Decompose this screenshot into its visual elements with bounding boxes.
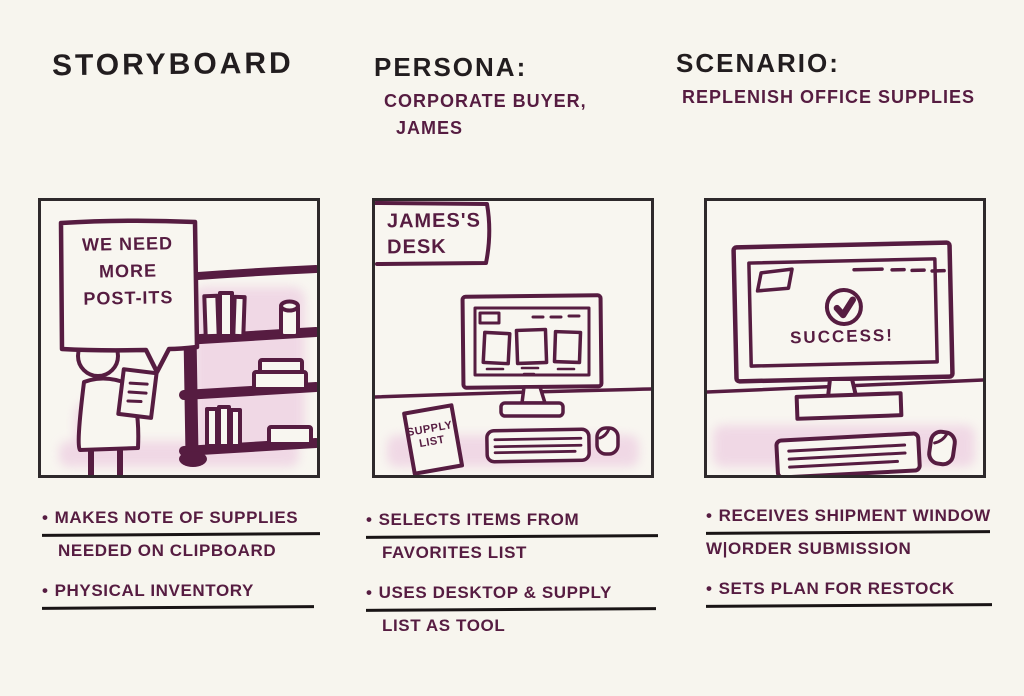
persona-line-name: JAMES <box>396 118 464 138</box>
keyboard-sketch <box>485 427 591 464</box>
speech-line: MORE <box>98 260 158 282</box>
menu-dashes <box>852 267 946 273</box>
scenario-subtitle: REPLENISH OFFICE SUPPLIES <box>682 87 976 107</box>
mouse-sketch <box>927 429 957 467</box>
desk-label-frame <box>375 201 492 266</box>
desk-label-line: DESK <box>387 235 447 259</box>
persona-subtitle: CORPORATE BUYER, JAMES <box>384 88 587 142</box>
bullet-text: MAKES NOTE OF SUPPLIES <box>54 508 299 527</box>
bullet-dot: • <box>706 506 713 525</box>
bullet-text: PHYSICAL INVENTORY <box>54 581 254 600</box>
bullet-underline <box>705 603 993 608</box>
menu-dashes <box>531 314 581 319</box>
clipboard <box>116 367 159 420</box>
inventory-sketch <box>58 218 317 475</box>
desk-sketch <box>375 201 651 475</box>
bullet-text-cont: W|ORDER SUBMISSION <box>706 539 912 558</box>
bullet-text-cont: FAVORITES LIST <box>382 543 528 562</box>
bullet-dot: • <box>706 579 713 598</box>
bullet-dot: • <box>366 510 373 529</box>
monitor-base <box>794 391 904 421</box>
notes-column-desk: • SELECTS ITEMS FROM FAVORITES LIST • USES… <box>365 508 662 638</box>
success-sketch <box>707 240 983 475</box>
monitor-sketch <box>460 293 604 418</box>
bullet-underline <box>41 605 315 610</box>
check-circle-icon <box>824 287 863 326</box>
monitor-base <box>499 401 565 418</box>
scenario-heading: SCENARIO: <box>676 48 840 78</box>
card-text-dashes <box>485 366 576 377</box>
bullet-dot: • <box>366 583 373 602</box>
bullet-text: USES DESKTOP & SUPPLY <box>378 583 612 602</box>
speech-line: WE NEED <box>81 233 174 255</box>
bullet-text: RECEIVES SHIPMENT WINDOW <box>718 506 991 525</box>
browser-tab-sketch <box>755 267 794 293</box>
notes-column-inventory: • MAKES NOTE OF SUPPLIES NEEDED ON CLIPBO… <box>41 506 326 610</box>
storyboard-panel-success: SUCCESS! <box>704 198 986 478</box>
speech-bubble-text: WE NEED MORE POST-ITS <box>66 230 189 313</box>
bullet-text: SELECTS ITEMS FROM <box>378 510 580 529</box>
bullet-text-cont: NEEDED ON CLIPBOARD <box>58 541 277 560</box>
browser-tab-sketch <box>478 311 501 325</box>
monitor-sketch <box>731 240 955 384</box>
persona-line-role: CORPORATE BUYER, <box>384 91 587 111</box>
bullet-underline <box>365 607 657 612</box>
product-cards <box>481 327 583 366</box>
bullet-underline <box>365 534 659 539</box>
mouse-sketch <box>595 426 620 456</box>
bullet-dot: • <box>42 508 49 527</box>
desk-line <box>375 387 651 399</box>
page-title: STORYBOARD <box>51 46 294 83</box>
bullet-underline <box>705 530 991 535</box>
bullet-item: • MAKES NOTE OF SUPPLIES NEEDED ON CLIPBO… <box>41 506 326 563</box>
bullet-item: • SELECTS ITEMS FROM FAVORITES LIST <box>365 508 662 565</box>
storyboard-panel-inventory: WE NEED MORE POST-ITS <box>38 198 320 478</box>
desk-label-line: JAMES'S <box>386 209 481 233</box>
bullet-text: SETS PLAN FOR RESTOCK <box>718 579 955 598</box>
supply-note <box>402 403 465 475</box>
monitor-stand <box>520 385 547 405</box>
bullet-item: • PHYSICAL INVENTORY <box>41 579 326 610</box>
bullet-item: • USES DESKTOP & SUPPLY LIST AS TOOL <box>365 581 662 638</box>
bullet-dot: • <box>42 581 49 600</box>
speech-bubble <box>58 218 200 375</box>
bullet-item: • RECEIVES SHIPMENT WINDOW W|ORDER SUBMIS… <box>705 504 996 561</box>
persona-heading: PERSONA: <box>374 52 528 82</box>
notes-column-success: • RECEIVES SHIPMENT WINDOW W|ORDER SUBMIS… <box>705 504 996 608</box>
keyboard-sketch <box>774 431 922 475</box>
speech-line: POST-ITS <box>83 287 174 309</box>
bullet-underline <box>41 532 321 537</box>
storyboard-panel-desk: JAMES'S DESK SUPPLY LIST <box>372 198 654 478</box>
success-text: SUCCESS! <box>789 325 895 348</box>
bullet-text-cont: LIST AS TOOL <box>382 616 506 635</box>
desk-label: JAMES'S DESK <box>387 208 487 261</box>
bullet-item: • SETS PLAN FOR RESTOCK <box>705 577 996 608</box>
